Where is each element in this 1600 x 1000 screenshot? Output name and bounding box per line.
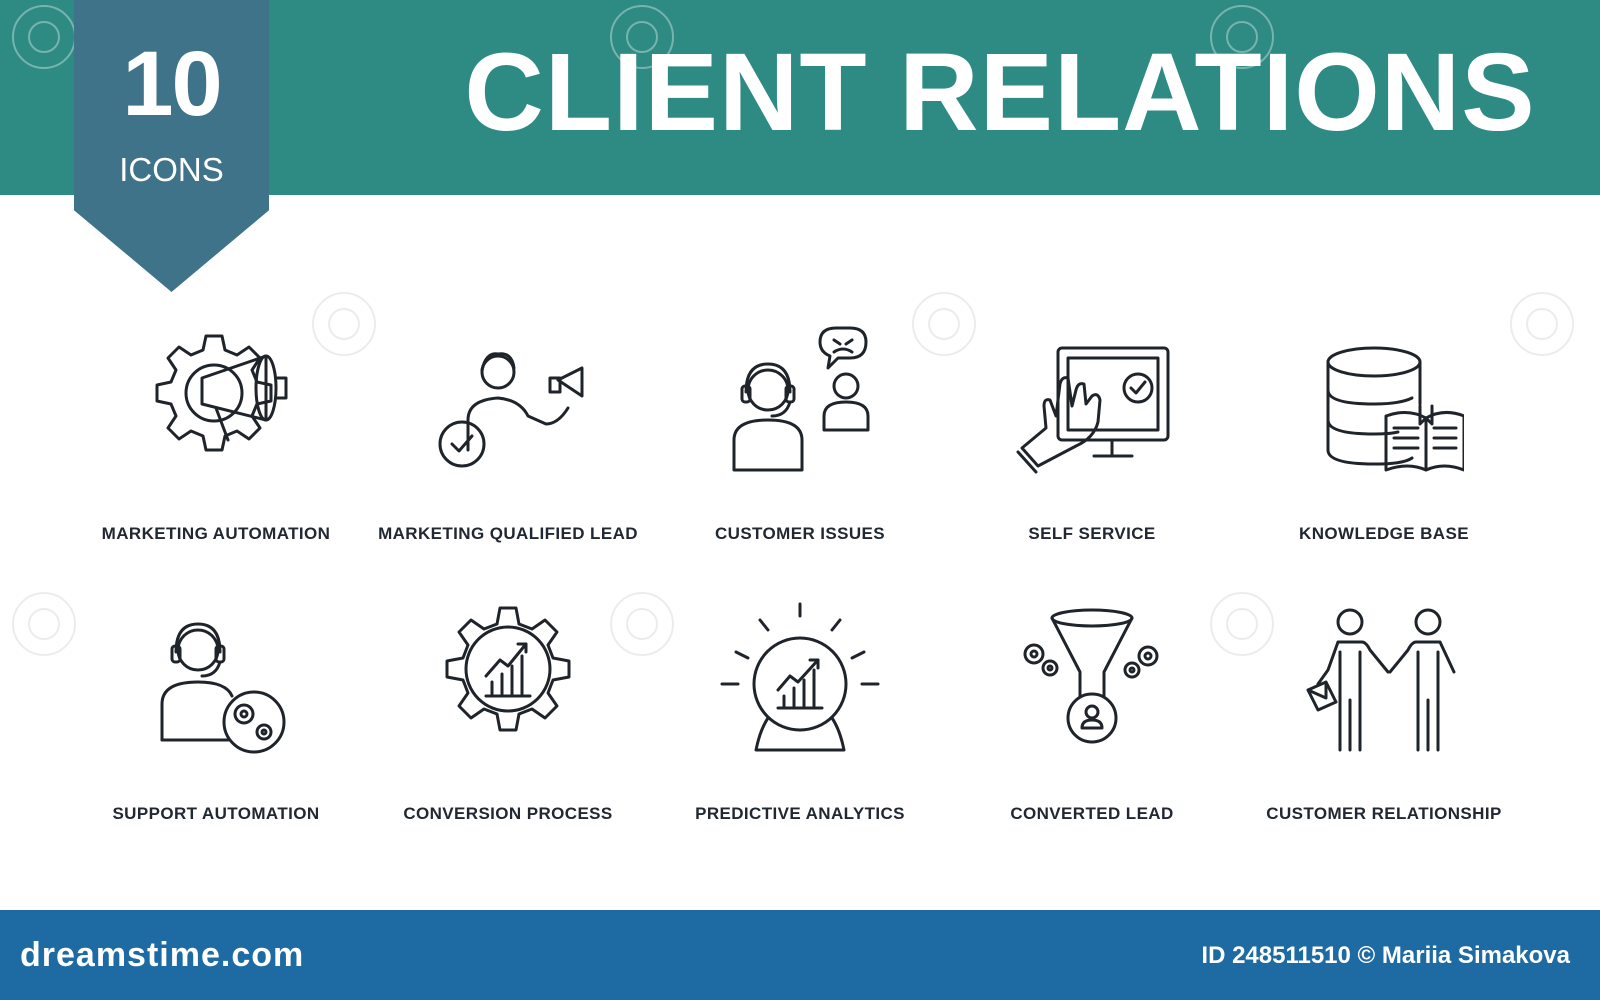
watermark-icon [912, 292, 976, 356]
icon-tile-knowledge-base: KNOWLEDGE BASE [1238, 300, 1530, 570]
icon-tile-converted-lead: CONVERTED LEAD [946, 580, 1238, 850]
handshake-people-icon [1306, 608, 1456, 752]
icon-tile-self-service: SELF SERVICE [946, 300, 1238, 570]
watermark-icon [1210, 5, 1274, 69]
gear-megaphone-icon [155, 334, 288, 452]
watermark-icon [12, 5, 76, 69]
footer-bar [0, 910, 1600, 1000]
funnel-gears-user-icon [1023, 608, 1159, 744]
icon-tile-marketing-qualified-lead: MARKETING QUALIFIED LEAD [362, 300, 654, 570]
watermark-icon [1210, 592, 1274, 656]
icon-label: SELF SERVICE [1028, 524, 1156, 543]
icon-label: KNOWLEDGE BASE [1299, 524, 1469, 543]
icon-label: CONVERTED LEAD [1010, 804, 1174, 823]
footer-logo: dreamstime.com [20, 936, 305, 974]
icon-label: MARKETING QUALIFIED LEAD [378, 524, 638, 543]
footer-credit: ID 248511510 © Mariia Simakova [1201, 942, 1570, 969]
watermark-icon [12, 592, 76, 656]
hand-monitor-check-icon [1016, 346, 1170, 474]
icon-count-label: ICONS [119, 151, 224, 188]
watermark-icon [610, 5, 674, 69]
icon-tile-conversion-process: CONVERSION PROCESS [362, 580, 654, 850]
icon-tile-predictive-analytics: PREDICTIVE ANALYTICS [654, 580, 946, 850]
icon-label: CUSTOMER RELATIONSHIP [1266, 804, 1502, 823]
icon-tile-support-automation: SUPPORT AUTOMATION [70, 580, 362, 850]
icon-label: SUPPORT AUTOMATION [112, 804, 320, 823]
gear-growth-chart-icon [445, 606, 571, 732]
database-book-icon [1326, 346, 1464, 472]
icon-label: CUSTOMER ISSUES [714, 524, 886, 543]
watermark-icon [312, 292, 376, 356]
icon-label: MARKETING AUTOMATION [101, 524, 331, 543]
person-megaphone-check-icon [438, 352, 584, 468]
headset-agent-gears-icon [160, 622, 286, 754]
headset-agent-angry-customer-icon [732, 326, 870, 472]
icon-label: CONVERSION PROCESS [403, 804, 613, 823]
icon-count: 10 [122, 33, 222, 135]
icon-grid: MARKETING AUTOMATION MARKETING QUALIFIED… [70, 300, 1530, 860]
icon-tile-marketing-automation: MARKETING AUTOMATION [70, 300, 362, 570]
icon-tile-customer-relationship: CUSTOMER RELATIONSHIP [1238, 580, 1530, 850]
page-title: CLIENT RELATIONS [464, 31, 1536, 154]
watermark-icon [1510, 292, 1574, 356]
icon-tile-customer-issues: CUSTOMER ISSUES [654, 300, 946, 570]
watermark-icon [610, 592, 674, 656]
crystal-ball-chart-icon [720, 602, 880, 752]
icon-label: PREDICTIVE ANALYTICS [695, 804, 905, 823]
